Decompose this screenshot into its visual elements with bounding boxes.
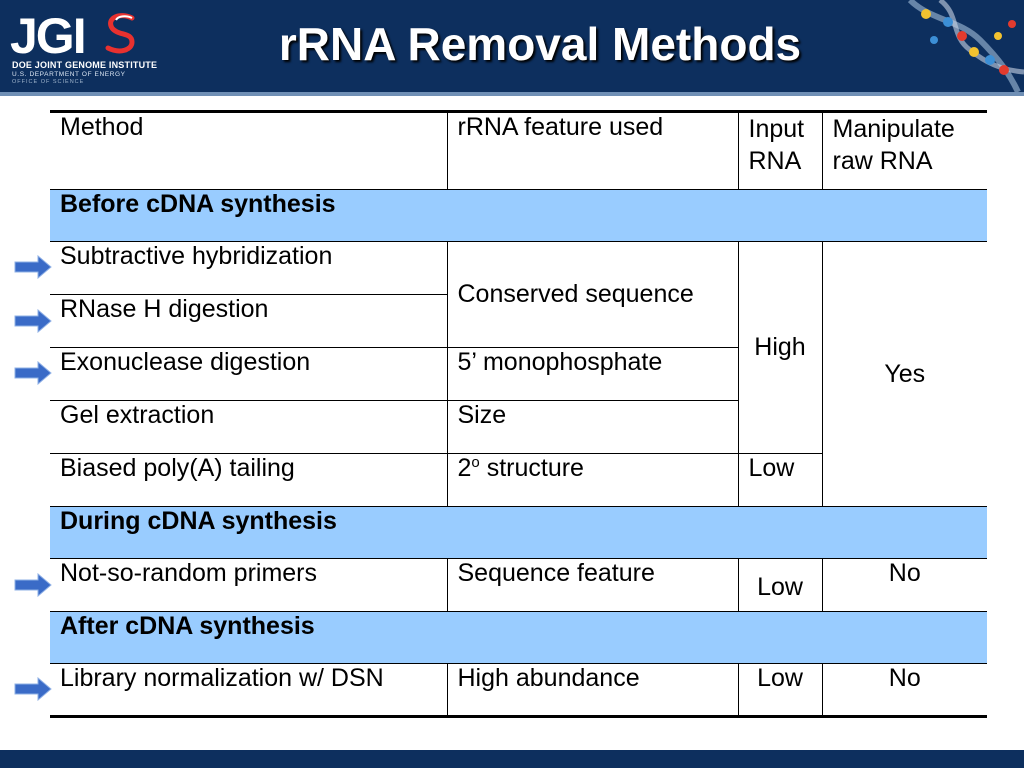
header-input: Input RNA xyxy=(737,111,823,190)
right-arrow-icon xyxy=(14,309,52,333)
input-cell: Low xyxy=(737,558,823,612)
feature-cell: Conserved sequence xyxy=(446,241,739,348)
header-method: Method xyxy=(50,111,448,190)
right-arrow-icon xyxy=(14,677,52,701)
rrna-methods-table: Method rRNA feature used Input RNA Manip… xyxy=(50,110,987,718)
table-row: Biased poly(A) tailing 2o structure Low xyxy=(50,453,987,507)
right-arrow-icon xyxy=(14,573,52,597)
header-manipulate: Manipulate raw RNA xyxy=(821,111,987,190)
feature-cell: High abundance xyxy=(446,663,739,717)
table-row: Exonuclease digestion 5’ monophosphate xyxy=(50,347,987,401)
method-cell: RNase H digestion xyxy=(50,294,447,348)
footer-bar xyxy=(0,750,1024,768)
header-divider xyxy=(0,92,1024,96)
section-row: Before cDNA synthesis xyxy=(50,189,987,242)
section-title: Before cDNA synthesis xyxy=(50,189,987,242)
logo-office: OFFICE OF SCIENCE xyxy=(12,79,85,85)
feature-cell: Sequence feature xyxy=(446,558,739,612)
table-header-row: Method rRNA feature used Input RNA Manip… xyxy=(50,111,987,190)
manipulate-cell: No xyxy=(821,558,987,612)
logo-department: U.S. DEPARTMENT OF ENERGY xyxy=(12,71,126,78)
section-title: After cDNA synthesis xyxy=(50,611,987,664)
section-title: During cDNA synthesis xyxy=(50,506,987,559)
slide-title: rRNA Removal Methods xyxy=(278,18,802,70)
method-cell: Exonuclease digestion xyxy=(50,347,448,401)
feature-cell: 2o structure xyxy=(446,453,739,507)
feature-cell: 5’ monophosphate xyxy=(446,347,738,401)
table-row: Not-so-random primers Sequence feature L… xyxy=(50,558,987,612)
logo-subtitle: DOE JOINT GENOME INSTITUTE xyxy=(12,60,158,70)
section-row: After cDNA synthesis xyxy=(50,611,987,664)
header-feature: rRNA feature used xyxy=(446,111,739,190)
header-bar: JGI DOE JOINT GENOME INSTITUTE U.S. DEPA… xyxy=(0,0,1024,92)
input-cell: High xyxy=(737,241,823,454)
right-arrow-icon xyxy=(14,255,52,279)
method-cell: Gel extraction xyxy=(50,400,448,454)
method-cell: Not-so-random primers xyxy=(50,558,448,612)
feature-superscript: o xyxy=(471,454,480,471)
logo-swoosh-icon xyxy=(105,13,135,54)
feature-base: 2 xyxy=(457,454,472,482)
method-cell: Subtractive hybridization xyxy=(50,241,448,295)
manipulate-cell: No xyxy=(821,663,987,717)
right-arrow-icon xyxy=(14,361,52,385)
feature-rest: structure xyxy=(479,454,584,482)
method-cell: Library normalization w/ DSN xyxy=(50,663,448,717)
logo-mark: JGI xyxy=(10,8,87,64)
table-row: RNase H digestion xyxy=(50,294,987,348)
table-row: Gel extraction Size xyxy=(50,400,987,454)
dna-helix-icon xyxy=(907,0,1024,92)
input-cell: Low xyxy=(737,453,822,507)
feature-cell: Size xyxy=(446,400,738,454)
section-row: During cDNA synthesis xyxy=(50,506,987,559)
input-cell: Low xyxy=(737,663,823,717)
jgi-logo: JGI DOE JOINT GENOME INSTITUTE U.S. DEPA… xyxy=(10,8,160,88)
manipulate-cell: Yes xyxy=(821,241,987,507)
method-cell: Biased poly(A) tailing xyxy=(50,453,448,507)
table-row: Subtractive hybridization Conserved sequ… xyxy=(50,241,987,507)
table-row: Library normalization w/ DSN High abunda… xyxy=(50,663,987,717)
